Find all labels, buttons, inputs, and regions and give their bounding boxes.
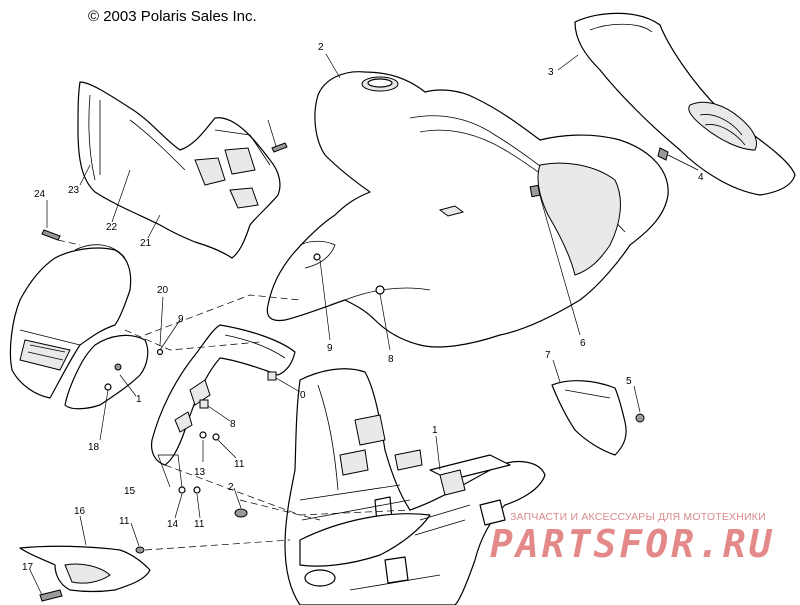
callout-8-center: 8: [388, 354, 394, 365]
callout-8-lower: 8: [230, 419, 236, 430]
callout-23: 23: [68, 185, 80, 196]
callout-17: 17: [22, 562, 34, 573]
callout-16: 16: [74, 506, 86, 517]
callout-22: 22: [106, 222, 118, 233]
callout-9-left: 9: [178, 314, 184, 325]
callout-24: 24: [34, 189, 46, 200]
part-side-plate: [551, 380, 627, 456]
callout-12: 2: [228, 482, 234, 493]
callout-11-bottom: 11: [119, 516, 130, 527]
part-left-footwell: [9, 244, 132, 399]
callout-14: 14: [167, 519, 179, 530]
part-left-side-panel: [77, 81, 281, 259]
callout-6: 6: [580, 338, 586, 349]
part-rear-rack-cover: [574, 12, 796, 196]
part-frame: [284, 368, 546, 605]
callout-10: 0: [300, 390, 306, 401]
callout-3: 3: [548, 67, 554, 78]
part-lower-bracket: [19, 545, 151, 593]
callout-21: 21: [140, 238, 152, 249]
callout-11-mid: 11: [194, 519, 205, 530]
part-front-fender: [266, 71, 669, 348]
callout-7: 7: [545, 350, 551, 361]
watermark-tagline: ЗАПЧАСТИ И АКСЕССУАРЫ ДЛЯ МОТОТЕХНИКИ: [510, 511, 766, 523]
callout-1-frame: 1: [432, 425, 438, 436]
fasteners: [39, 142, 669, 602]
callout-5: 5: [626, 376, 632, 387]
watermark-logo: PARTSFOR.RU: [490, 522, 775, 566]
leader-lines: [29, 53, 699, 596]
callout-9-center: 9: [327, 343, 333, 354]
reference-lines: [57, 239, 411, 551]
callout-13: 13: [194, 467, 206, 478]
callout-2: 2: [318, 42, 324, 53]
callout-labels: 2 3 4 24 23 22 21 20 9 1 18 9 8 6 7 5 0 …: [22, 42, 704, 573]
callout-11-right: 11: [234, 459, 245, 470]
callout-4: 4: [698, 172, 704, 183]
part-inner-flap: [64, 334, 149, 410]
callout-15: 15: [124, 486, 136, 497]
copyright-text: © 2003 Polaris Sales Inc.: [88, 8, 257, 25]
callout-20: 20: [157, 285, 169, 296]
callout-18: 18: [88, 442, 100, 453]
callout-1-left: 1: [136, 394, 142, 405]
part-fender-strip: [150, 324, 296, 466]
